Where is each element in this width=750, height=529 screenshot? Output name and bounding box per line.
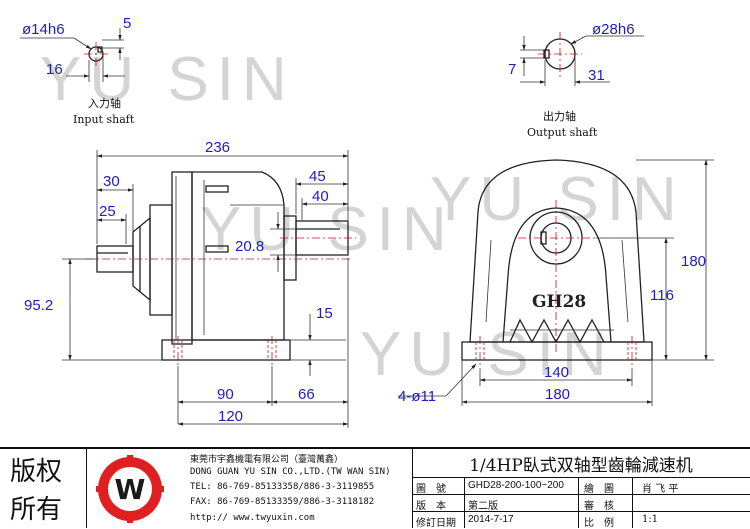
dim-15: 15 — [316, 305, 333, 322]
company-tel: TEL: 86-769-85133358/886-3-3119855 — [190, 482, 375, 492]
checked-label: 審 核 — [584, 501, 614, 512]
output-key-dim: 7 — [508, 61, 516, 78]
product-title: 1/4HP臥式双轴型齒輪減速机 — [469, 456, 693, 476]
drawing-no-value: GHD28-200-100~200 — [468, 480, 564, 491]
dim-140: 140 — [544, 364, 569, 381]
dim-66: 66 — [298, 386, 315, 403]
output-depth-dim: 31 — [588, 67, 605, 84]
holes-label: 4-ø11 — [398, 388, 436, 405]
side-view: GH28 180 116 140 180 4-ø11 — [398, 159, 714, 406]
dim-20-8: 20.8 — [235, 238, 264, 255]
revision-date-value: 2014-7-17 — [468, 514, 514, 525]
drawing-no-label: 圖 號 — [416, 484, 446, 495]
input-shaft-title-cn: 入力轴 — [88, 96, 121, 110]
company-name-cn: 東莞市宇鑫機電有限公司（臺灣萬鑫） — [190, 455, 344, 465]
dim-height-180: 180 — [681, 253, 706, 270]
logo-letter: W — [115, 473, 146, 506]
input-key-dim: 5 — [123, 15, 131, 32]
dim-width-180: 180 — [545, 386, 570, 403]
version-label: 版 本 — [416, 501, 446, 512]
dim-45: 45 — [309, 168, 326, 185]
dim-95-2: 95.2 — [24, 297, 53, 314]
watermark-4: YU SIN — [360, 320, 615, 389]
dim-overall-length: 236 — [205, 139, 230, 156]
dim-90: 90 — [217, 386, 234, 403]
output-dia-label: ø28h6 — [592, 21, 635, 38]
dim-30: 30 — [103, 173, 120, 190]
company-fax: FAX: 86-769-85133359/886-3-3118182 — [190, 497, 375, 507]
drawn-by-label: 繪 圖 — [584, 484, 614, 495]
company-web: http:// www.twyuxin.com — [190, 513, 315, 523]
watermarks: YU SIN YU SIN YU SIN YU SIN — [40, 45, 685, 389]
model-mark: GH28 — [532, 292, 586, 312]
watermark-1: YU SIN — [40, 45, 295, 114]
scale-value: 1:1 — [642, 514, 659, 525]
dim-120: 120 — [218, 408, 243, 425]
front-view: 236 30 25 45 40 20.8 95.2 15 — [24, 139, 356, 428]
scale-label: 比 例 — [584, 518, 614, 529]
title-block: 版权 所有 W 東莞市宇鑫機電有限公司（臺灣萬鑫） DONG GUAN YU S… — [0, 447, 750, 529]
input-depth-dim: 16 — [46, 61, 63, 78]
company-logo: W — [96, 455, 164, 523]
dim-40: 40 — [312, 188, 329, 205]
input-shaft-title-en: Input shaft — [73, 113, 135, 126]
input-shaft-section: ø14h6 5 16 入力轴 Input shaft — [20, 15, 135, 126]
dim-25: 25 — [99, 203, 116, 220]
dim-center-116: 116 — [650, 287, 674, 304]
version-value: 第二版 — [468, 501, 498, 512]
drawn-by-value: 肖 飞 平 — [642, 484, 679, 495]
output-shaft-section: ø28h6 7 31 出力轴 Output shaft — [508, 21, 644, 139]
revision-date-label: 修訂日期 — [416, 518, 456, 529]
copyright-line-1: 版权 — [10, 457, 63, 486]
input-dia-label: ø14h6 — [22, 21, 65, 38]
copyright-line-2: 所有 — [10, 495, 63, 524]
watermark-3: YU SIN — [430, 165, 685, 234]
output-shaft-title-en: Output shaft — [527, 126, 598, 139]
company-name-en: DONG GUAN YU SIN CO.,LTD.(TW WAN SIN) — [190, 467, 391, 477]
output-shaft-title-cn: 出力轴 — [543, 109, 576, 123]
